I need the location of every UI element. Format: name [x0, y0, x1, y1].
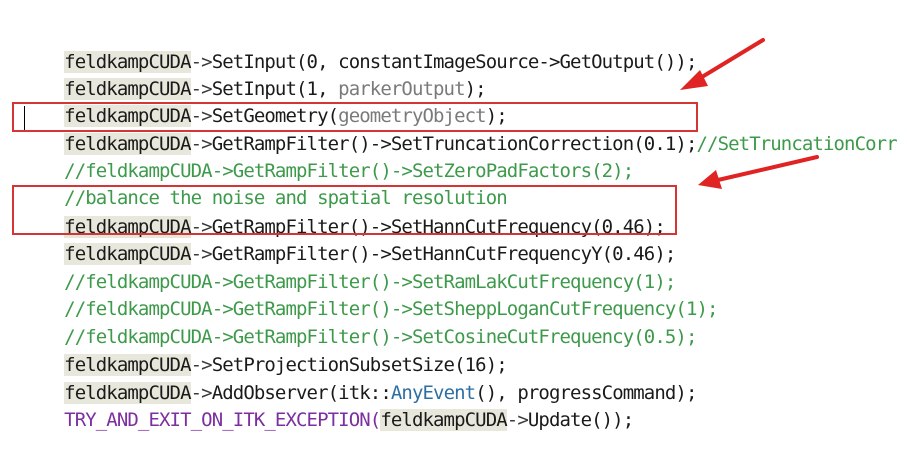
code-line[interactable]: feldkampCUDA->GetRampFilter()->SetHannCu…: [22, 187, 666, 238]
code-comment: //feldkampCUDA->GetRampFilter()->SetCosi…: [64, 326, 697, 348]
code-text: SetProjectionSubsetSize(16);: [211, 354, 508, 376]
arrow-operator: ->: [190, 133, 213, 155]
code-comment: //feldkampCUDA->GetRampFilter()->SetRamL…: [64, 271, 676, 293]
identifier: feldkampCUDA: [64, 382, 192, 404]
code-comment: //SetTruncationCorr: [696, 133, 898, 155]
code-text: GetRampFilter()->SetHannCutFrequencyY(0.…: [211, 243, 677, 265]
highlight-box-hann: [12, 185, 677, 235]
identifier: feldkampCUDA: [64, 354, 192, 376]
code-variable: geometryObject: [338, 105, 486, 127]
highlight-box-truncation: [12, 102, 698, 132]
code-text: );: [485, 105, 508, 127]
code-text: AddObserver(itk::: [211, 382, 392, 404]
code-line[interactable]: //feldkampCUDA->GetRampFilter()->SetCosi…: [22, 297, 697, 348]
identifier: feldkampCUDA: [64, 78, 192, 100]
code-editor[interactable]: feldkampCUDA->SetInput(0, constantImageS…: [0, 0, 907, 431]
code-line[interactable]: //feldkampCUDA->GetRampFilter()->SetRamL…: [22, 242, 676, 293]
code-line[interactable]: feldkampCUDA->GetRampFilter()->SetHannCu…: [22, 214, 676, 265]
code-comment: //feldkampCUDA->GetRampFilter()->SetZero…: [64, 160, 634, 182]
code-line[interactable]: feldkampCUDA->SetInput(1, parkerOutput);: [22, 49, 487, 100]
arrow-operator: ->: [190, 382, 213, 404]
identifier: feldkampCUDA: [64, 105, 192, 127]
annotation-arrow-icon: [680, 38, 765, 90]
code-line[interactable]: //feldkampCUDA->GetRampFilter()->SetShep…: [22, 269, 718, 320]
identifier: feldkampCUDA: [64, 133, 192, 155]
code-variable: parkerOutput: [338, 78, 465, 100]
code-text: SetInput(0, constantImageSource->GetOutp…: [211, 51, 698, 73]
code-line[interactable]: feldkampCUDA->SetInput(0, constantImageS…: [22, 22, 697, 73]
arrow-operator: ->: [190, 105, 213, 127]
code-text: SetGeometry(: [211, 105, 339, 127]
code-text: GetRampFilter()->SetTruncationCorrection…: [211, 133, 698, 155]
code-text: GetRampFilter()->SetHannCutFrequency(0.4…: [211, 216, 666, 238]
code-text: SetInput(1,: [211, 78, 339, 100]
type-name: AnyEvent: [390, 382, 476, 404]
code-line[interactable]: feldkampCUDA->GetRampFilter()->SetTrunca…: [22, 104, 898, 155]
identifier: feldkampCUDA: [64, 51, 192, 73]
annotation-arrow-icon: [698, 155, 819, 189]
code-text: (), progressCommand);: [475, 382, 697, 404]
text-cursor: [24, 106, 25, 130]
arrow-operator: ->: [190, 51, 213, 73]
identifier: feldkampCUDA: [64, 216, 192, 238]
annotation-arrows: [680, 38, 819, 189]
code-line[interactable]: //balance the noise and spatial resoluti…: [22, 158, 508, 209]
arrow-operator: ->: [190, 216, 213, 238]
code-text: );: [464, 78, 487, 100]
code-line[interactable]: feldkampCUDA->AddObserver(itk::AnyEvent(…: [22, 353, 697, 404]
identifier: feldkampCUDA: [64, 243, 192, 265]
code-line[interactable]: //feldkampCUDA->GetRampFilter()->SetZero…: [22, 131, 634, 182]
code-comment: //balance the noise and spatial resoluti…: [64, 187, 508, 209]
arrow-operator: ->: [190, 78, 213, 100]
code-line[interactable]: feldkampCUDA->SetGeometry(geometryObject…: [22, 76, 508, 127]
code-line[interactable]: feldkampCUDA->SetProjectionSubsetSize(16…: [22, 325, 508, 376]
arrow-operator: ->: [190, 243, 213, 265]
arrow-operator: ->: [190, 354, 213, 376]
code-comment: //feldkampCUDA->GetRampFilter()->SetShep…: [64, 298, 718, 320]
